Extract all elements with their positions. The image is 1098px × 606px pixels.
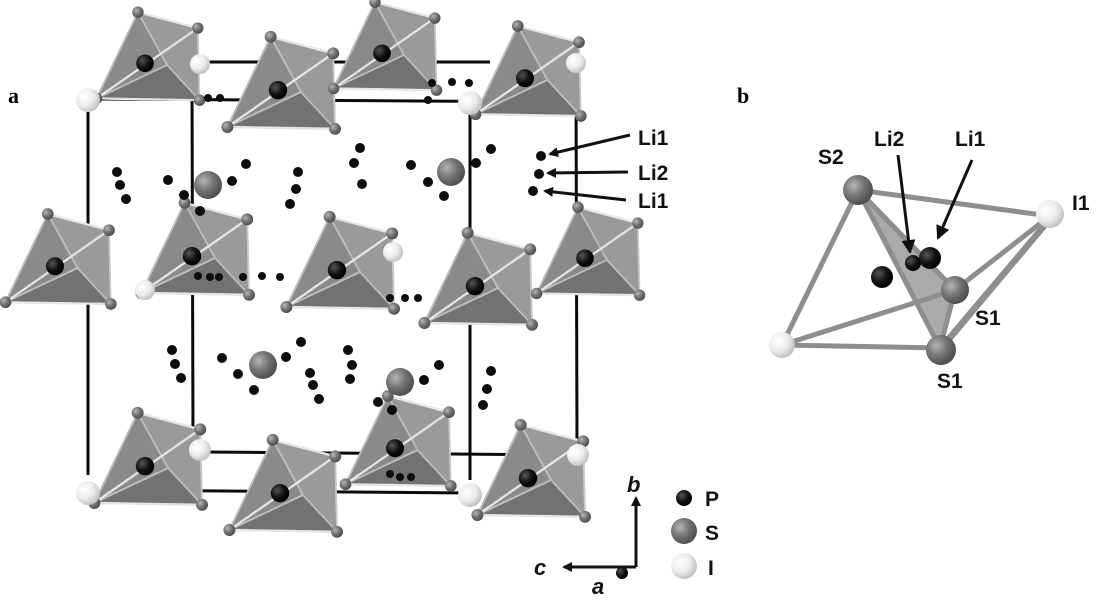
ps4-tetrahedron (220, 29, 343, 136)
atom-li1 (871, 266, 893, 288)
axes-indicator: b c a (534, 472, 641, 599)
axis-a-dot (616, 567, 628, 579)
axis-b-label: b (627, 472, 640, 497)
panel-a-label: a (8, 83, 19, 108)
atom-s1-lower (926, 335, 956, 365)
ps4-tetrahedron (529, 200, 647, 303)
atom-s2 (843, 175, 873, 205)
label-s1-upper: S1 (975, 307, 1001, 330)
atom-i (769, 332, 795, 358)
panel-b-polyhedron: S2 Li2 Li1 I1 S1 S1 (769, 128, 1090, 393)
label-li2: Li2 (638, 162, 668, 185)
atom-s1-upper (941, 276, 969, 304)
legend-s-label: S (705, 522, 719, 545)
panel-b-label: b (737, 83, 749, 108)
label-li1-top: Li1 (638, 127, 669, 150)
ps4-tetrahedron (470, 417, 593, 524)
legend-s-icon (671, 518, 697, 544)
ps4-tetrahedron (222, 432, 345, 539)
label-s2: S2 (818, 146, 844, 169)
ps4-tetrahedron (417, 225, 540, 332)
panel-a-structure: Li1 Li2 Li1 b c a P S I (0, 0, 719, 599)
label-s1-lower: S1 (937, 370, 963, 393)
label-li2: Li2 (874, 128, 904, 151)
legend-p-label: P (705, 488, 719, 511)
lithium-atoms (112, 78, 546, 481)
label-li1-bottom: Li1 (638, 190, 669, 213)
ps4-tetrahedron (0, 207, 118, 311)
sulfur-atoms (194, 158, 465, 396)
legend-i-icon (671, 553, 697, 579)
ps4-tetrahedron (87, 405, 210, 512)
label-i1: I1 (1072, 192, 1090, 215)
axis-c-label: c (534, 555, 546, 580)
legend-p-icon (676, 490, 692, 506)
element-legend: P S I (671, 488, 719, 580)
label-li1: Li1 (955, 128, 986, 151)
atom-li1 (919, 247, 941, 269)
ps4-tetrahedron (279, 209, 402, 316)
legend-i-label: I (708, 557, 714, 580)
iodine-atoms (76, 53, 589, 507)
atom-i1 (1036, 200, 1064, 228)
ps4-tetrahedron (326, 0, 444, 98)
ps4-tetrahedron (89, 5, 207, 108)
axis-a-label: a (592, 574, 604, 599)
ps4-tetrahedron (468, 19, 588, 123)
li-annotations: Li1 Li2 Li1 (543, 127, 669, 213)
atom-li2 (905, 255, 921, 271)
